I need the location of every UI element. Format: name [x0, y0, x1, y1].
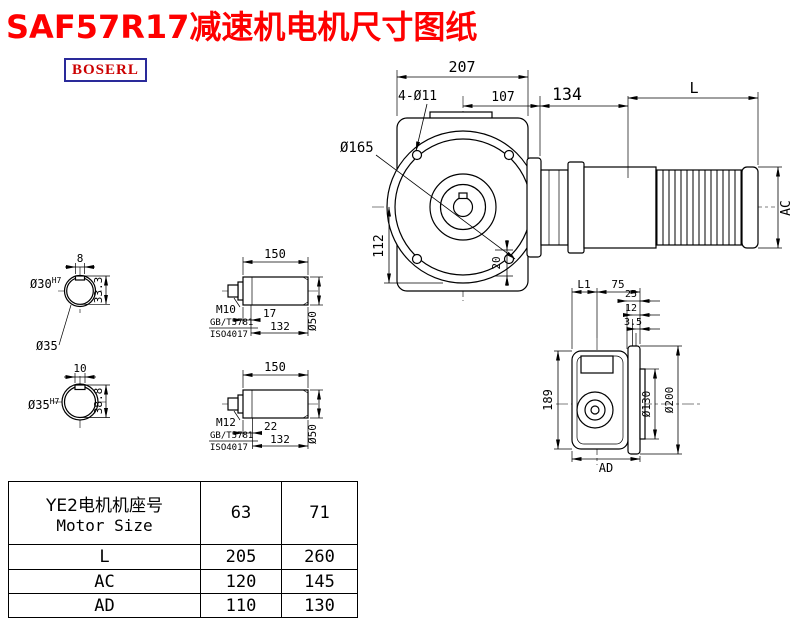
- front-view: 207 107 134 L 4-Ø11 Ø165 112: [340, 58, 794, 301]
- bolt-head: [227, 284, 239, 298]
- dim-AD: AD: [599, 461, 613, 475]
- table-row: AD 110 130: [8, 593, 358, 618]
- value-L-71: 260: [281, 544, 358, 570]
- flange-spigot: [639, 368, 646, 440]
- motor-flange-ring: [567, 161, 585, 254]
- label-std-iso: ISO4017: [210, 443, 248, 453]
- dim-132: 132: [270, 320, 290, 333]
- dim-17: 17: [263, 307, 276, 320]
- table-header-cn: YE2电机机座号: [46, 496, 163, 516]
- table-col-63: 63: [200, 481, 282, 545]
- table-header-en: Motor Size: [56, 516, 153, 535]
- row-label-AD: AD: [8, 593, 201, 618]
- bolt-hole: [503, 253, 515, 265]
- label-bore-30H7: Ø30H7: [30, 276, 62, 291]
- label-thread-M12: M12: [216, 416, 236, 429]
- bore-tolerance: H7: [50, 397, 60, 406]
- dim-33-3: 33.3: [92, 277, 105, 304]
- output-flange-plate: [627, 345, 641, 455]
- motor-flange-plate: [526, 157, 542, 258]
- bore-value: Ø30: [30, 277, 52, 291]
- table-col-71: 71: [281, 481, 358, 545]
- dim-3-5: 3.5: [624, 317, 642, 328]
- dim-L: L: [689, 79, 698, 97]
- keyway-slot: [74, 384, 86, 391]
- input-shaft-bottom: 150 M12 GB/T5781 ISO4017 22 132 Ø50: [209, 360, 323, 453]
- shaft-body: [242, 276, 309, 306]
- dim-dia-130: Ø130: [640, 391, 653, 418]
- hollow-shaft-section-top: 8 33.3 Ø30H7 Ø35: [30, 252, 110, 353]
- dim-22: 22: [264, 420, 277, 433]
- bore-keyway: [458, 192, 468, 200]
- label-bolt-holes: 4-Ø11: [398, 89, 437, 104]
- value-AC-71: 145: [281, 569, 358, 594]
- motor-fins: [655, 169, 743, 246]
- dim-132: 132: [270, 433, 290, 446]
- dim-112: 112: [372, 234, 387, 257]
- input-shaft-top: 150 M10 GB/T5781 ISO4017 17 132 Ø50: [209, 247, 323, 340]
- dim-key-width-10: 10: [73, 362, 86, 375]
- dim-dia-200: Ø200: [663, 387, 676, 414]
- value-AD-63: 110: [200, 593, 282, 618]
- value-AC-63: 120: [200, 569, 282, 594]
- value-AD-71: 130: [281, 593, 358, 618]
- label-std-iso: ISO4017: [210, 330, 248, 340]
- label-std-gb: GB/T5781: [210, 318, 253, 328]
- label-std-gb: GB/T5781: [210, 431, 253, 441]
- label-bore-35H7: Ø35H7: [28, 397, 60, 412]
- dim-75: 75: [611, 278, 624, 291]
- motor-body: [583, 166, 657, 249]
- table-row: L 205 260: [8, 544, 358, 570]
- dim-25: 25: [625, 289, 637, 300]
- table-header-cell: YE2电机机座号 Motor Size: [8, 481, 201, 545]
- dim-AC: AC: [779, 200, 794, 216]
- dim-dia-50: Ø50: [306, 311, 319, 331]
- bolt-hole: [503, 149, 515, 161]
- row-label-AC: AC: [8, 569, 201, 594]
- hub-circle: [429, 173, 497, 241]
- bore-value: Ø35: [28, 398, 50, 412]
- brand-logo: BOSERL: [64, 58, 147, 82]
- dim-150: 150: [264, 360, 286, 374]
- dim-20: 20: [490, 256, 503, 269]
- dim-207: 207: [448, 58, 475, 76]
- dim-key-width-8: 8: [77, 252, 84, 265]
- label-thread-M10: M10: [216, 303, 236, 316]
- dim-dia-50: Ø50: [306, 424, 319, 444]
- label-flange-dia: Ø165: [340, 140, 374, 156]
- hollow-shaft-section-bottom: 10 38.8 Ø35H7: [28, 362, 110, 428]
- rear-top-boss: [580, 355, 614, 374]
- bolt-hole: [411, 253, 423, 265]
- bore-tolerance: H7: [52, 276, 62, 285]
- bolt-head: [227, 397, 239, 411]
- output-boss-center: [590, 405, 600, 415]
- dim-38-8: 38.8: [92, 388, 105, 415]
- dim-134: 134: [552, 85, 582, 104]
- shaft-outer-circle: [61, 383, 99, 421]
- shaft-bore: [452, 196, 474, 218]
- table-header-row: YE2电机机座号 Motor Size 63 71: [8, 481, 358, 545]
- bolt-hole: [411, 149, 423, 161]
- dim-12: 12: [625, 303, 637, 314]
- keyway-slot: [74, 275, 86, 281]
- motor-size-table: YE2电机机座号 Motor Size 63 71 L 205 260 AC 1…: [8, 481, 358, 618]
- motor-adapter: [540, 169, 569, 246]
- motor-fan-cover: [741, 166, 759, 249]
- row-label-L: L: [8, 544, 201, 570]
- output-boss-inner: [584, 399, 606, 421]
- table-row: AC 120 145: [8, 569, 358, 594]
- dim-150: 150: [264, 247, 286, 261]
- shaft-body: [242, 389, 309, 419]
- dim-189: 189: [541, 389, 555, 411]
- hub-circle-inner: [439, 183, 487, 231]
- value-L-63: 205: [200, 544, 282, 570]
- dim-107: 107: [491, 90, 514, 105]
- page-title: SAF57R17减速机电机尺寸图纸: [6, 8, 478, 46]
- rear-view: L1 75 25 12 3.5 189: [541, 278, 700, 475]
- output-boss-circle: [576, 391, 614, 429]
- dim-L1: L1: [577, 278, 590, 291]
- label-outer-35: Ø35: [36, 339, 58, 353]
